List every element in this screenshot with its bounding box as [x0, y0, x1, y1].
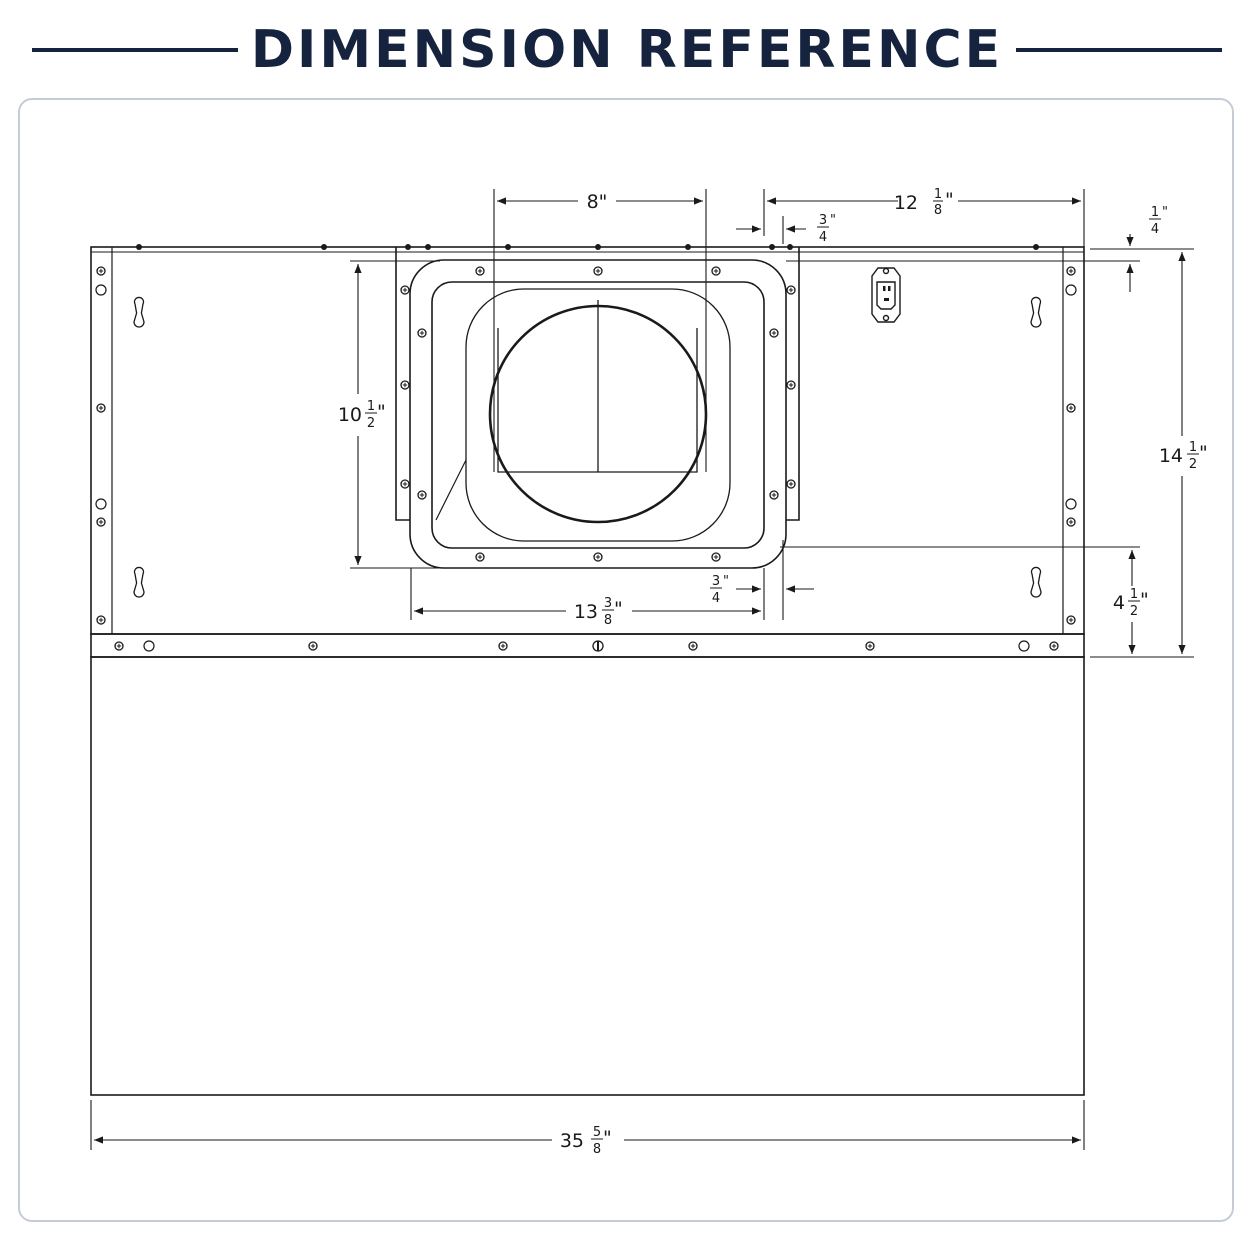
dim-top-gap: 1 4 " — [1149, 205, 1168, 237]
dim-opening-width: 13 3 8 " — [574, 596, 623, 628]
svg-text:8: 8 — [604, 613, 612, 628]
power-outlet-icon — [871, 267, 901, 323]
bottom-strip-fasteners — [114, 640, 1059, 652]
header-rule-right — [1016, 48, 1222, 52]
svg-text:": " — [723, 574, 729, 589]
dim-duct-opening: 8" — [587, 191, 608, 213]
svg-text:1: 1 — [934, 187, 942, 202]
svg-text:3: 3 — [604, 596, 612, 611]
dim-overall-width: 35 5 8 " — [560, 1125, 612, 1157]
svg-text:10: 10 — [338, 404, 362, 426]
svg-text:": " — [830, 213, 836, 228]
svg-text:2: 2 — [1189, 457, 1197, 472]
svg-text:1: 1 — [367, 399, 375, 414]
svg-text:4: 4 — [712, 591, 720, 606]
svg-text:13: 13 — [574, 601, 598, 623]
svg-text:8: 8 — [934, 203, 942, 218]
keyhole-mounts — [133, 296, 1042, 598]
dim-flange-top: 3 4 " — [817, 213, 836, 245]
svg-text:2: 2 — [367, 416, 375, 431]
svg-text:1: 1 — [1151, 205, 1159, 220]
svg-text:": " — [1199, 442, 1208, 464]
duct-flange — [395, 247, 800, 569]
svg-text:14: 14 — [1159, 445, 1183, 467]
svg-text:": " — [1162, 205, 1168, 220]
top-edge-screws — [136, 244, 1039, 250]
dim-opening-height: 10 1 2 " — [338, 399, 386, 431]
svg-text:4: 4 — [1151, 222, 1159, 237]
svg-text:2: 2 — [1130, 604, 1138, 619]
svg-text:": " — [1140, 589, 1149, 611]
svg-text:1: 1 — [1130, 587, 1138, 602]
svg-text:8: 8 — [593, 1142, 601, 1157]
svg-text:12: 12 — [894, 192, 918, 214]
svg-text:": " — [603, 1127, 612, 1149]
svg-text:1: 1 — [1189, 440, 1197, 455]
svg-text:3: 3 — [819, 213, 827, 228]
svg-text:5: 5 — [593, 1125, 601, 1140]
dim-bottom-height: 4 1 2 " — [1113, 587, 1149, 619]
svg-text:35: 35 — [560, 1130, 584, 1152]
svg-text:": " — [614, 598, 623, 620]
dimension-lines — [90, 189, 1194, 1150]
svg-text:": " — [945, 189, 954, 211]
svg-text:4: 4 — [819, 230, 827, 245]
header-rule-left — [32, 48, 238, 52]
dim-flange-bottom: 3 4 " — [710, 574, 729, 606]
page-title: DIMENSION REFERENCE — [250, 20, 1004, 80]
hood-outline — [90, 246, 1085, 1096]
drawing-panel — [18, 98, 1234, 1222]
svg-text:4: 4 — [1113, 592, 1125, 614]
dim-total-height: 14 1 2 " — [1159, 440, 1208, 472]
svg-text:3: 3 — [712, 574, 720, 589]
side-rail-fasteners — [95, 266, 1077, 625]
dim-offset-right: 12 1 8 " — [894, 187, 954, 218]
svg-text:": " — [377, 401, 386, 423]
